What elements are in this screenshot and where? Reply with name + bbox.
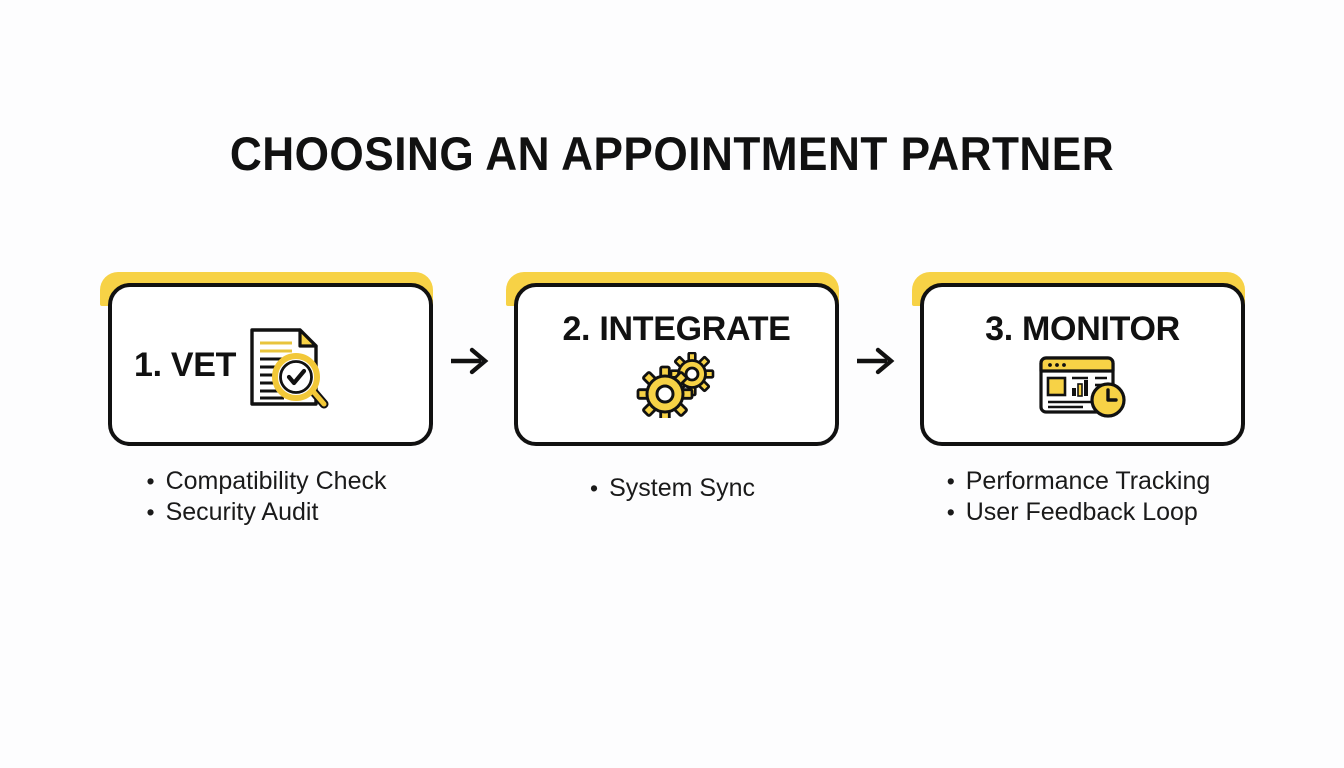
card-body-1: 1. VET <box>108 283 433 446</box>
bullet-marker: • <box>146 498 155 525</box>
step-title-1: 1. VET <box>134 345 237 384</box>
bullet-marker: • <box>590 475 599 501</box>
bullet-label: Security Audit <box>165 497 319 526</box>
card-body-2: 2. INTEGRATE <box>514 283 839 446</box>
bullet-label: System Sync <box>609 474 755 502</box>
arrow-right-icon <box>450 347 488 375</box>
list-item: • Security Audit <box>147 497 319 528</box>
bullet-marker: • <box>946 468 955 494</box>
document-magnifier-check-icon <box>238 316 330 414</box>
process-flow: 1. VET <box>100 272 1245 527</box>
bullet-label: Performance Tracking <box>965 467 1211 495</box>
arrow-1 <box>442 272 498 450</box>
bullet-label: Compatibility Check <box>165 467 387 495</box>
arrow-right-icon <box>856 347 894 375</box>
step-bullets-3: • Performance Tracking • User Feedback L… <box>947 466 1211 527</box>
card-body-3: 3. MONITOR <box>920 283 1245 446</box>
step-title-2: 2. INTEGRATE <box>562 309 791 348</box>
list-item: • System Sync <box>590 473 755 504</box>
dashboard-clock-icon <box>1035 352 1131 418</box>
step-column-3: 3. MONITOR <box>912 272 1245 527</box>
list-item: • User Feedback Loop <box>947 497 1198 528</box>
list-item: • Compatibility Check <box>147 466 387 497</box>
bullet-marker: • <box>946 498 955 525</box>
step-bullets-2: • System Sync <box>590 473 755 504</box>
arrow-2 <box>848 272 904 450</box>
page-title: CHOOSING AN APPOINTMENT PARTNER <box>229 127 1115 180</box>
gears-icon <box>634 351 720 422</box>
step-card-2[interactable]: 2. INTEGRATE <box>506 272 839 450</box>
step-column-1: 1. VET <box>100 272 433 527</box>
step-card-3[interactable]: 3. MONITOR <box>912 272 1245 450</box>
step-column-2: 2. INTEGRATE <box>506 272 839 504</box>
bullet-label: User Feedback Loop <box>965 497 1198 526</box>
step-bullets-1: • Compatibility Check • Security Audit <box>147 466 387 527</box>
bullet-marker: • <box>146 468 155 494</box>
step-card-1[interactable]: 1. VET <box>100 272 433 450</box>
list-item: • Performance Tracking <box>947 466 1211 497</box>
step-title-3: 3. MONITOR <box>985 309 1180 348</box>
